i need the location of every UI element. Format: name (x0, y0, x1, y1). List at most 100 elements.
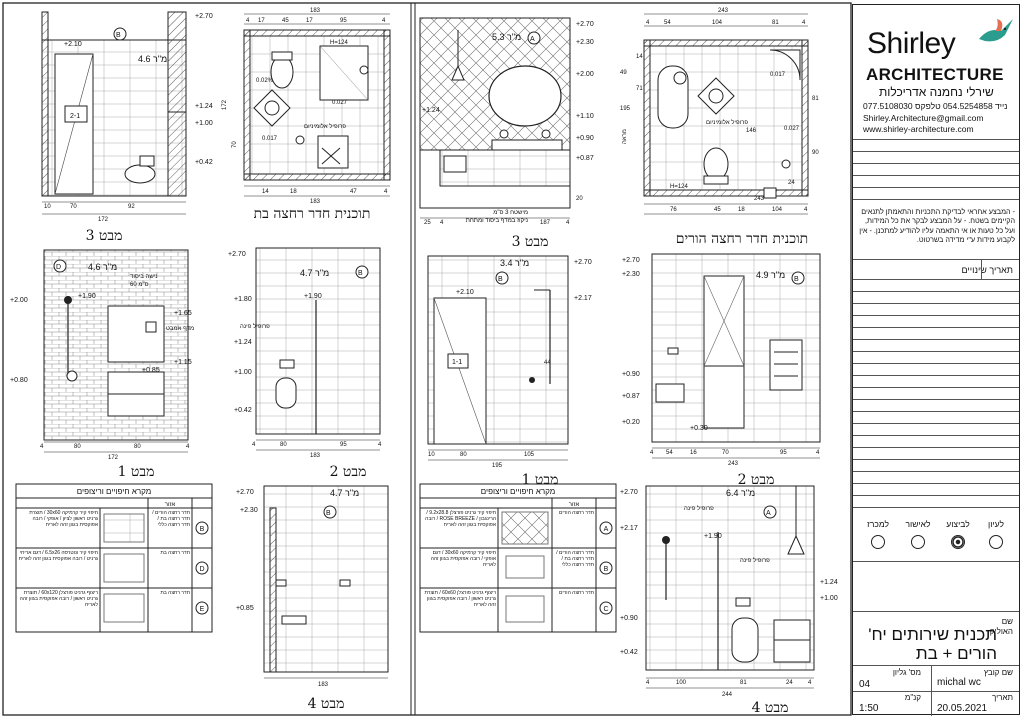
parent-3-lvl-5: +0.87 (576, 155, 594, 162)
parent-plan-dim-11: 4 (804, 207, 808, 213)
parent-plan-dim-5: 4 (802, 20, 806, 26)
bath-2-note-0: פרופיל פינה (240, 322, 270, 330)
bath-4-area: 4.7 מ"ר (330, 488, 359, 498)
parent-plan-dim-3: 104 (712, 20, 723, 26)
parent-2-area: 4.9 מ"ר (756, 270, 785, 280)
bath-1-dim-2: 80 (134, 444, 141, 450)
parent-1-lvl-2: +2.17 (574, 295, 592, 302)
bath-plan-dim-12: 172 (222, 99, 228, 110)
parent-3-dim-1: 4 (440, 220, 444, 226)
parent-plan-note-3: 146 (746, 128, 757, 134)
bath-plan-note-2: 0.027 (332, 100, 348, 106)
bath-plan-note-0: H=124 (330, 40, 349, 46)
parent-4-area: 6.4 מ"ר (726, 488, 755, 498)
legend-left-letter-2: E (200, 606, 205, 613)
view-parent-elev-3: A 5.3 מ"ר +2.70 +2.30 +2.00 +1.10 +0.90 … (419, 17, 594, 250)
bath-1-note-0: נישה ביסוד (130, 274, 158, 280)
parent-plan-note-4: פרופיל אלומיניום (706, 118, 748, 126)
legend-right: מקרא חיפויים וריצופים אזור A B C חדר רחצ… (419, 483, 617, 633)
bath-1-area: 4.6 מ"ר (88, 262, 117, 272)
bath-plan-dim-9: 18 (290, 189, 297, 195)
parent-2-dim-6: 243 (728, 461, 739, 467)
bath-2-lvl-5: +0.42 (234, 407, 252, 414)
parent-4-dim-3: 24 (786, 680, 793, 686)
parent-3-lvl-2: +2.00 (576, 71, 594, 78)
parent-4-note-0: פרופיל פינה (684, 504, 714, 512)
bath-1-dim-1: 80 (74, 444, 81, 450)
legend-right-spec-1: חיפוי קיר קרמיקה 30x60 / דגם אופקי / רוב… (430, 550, 496, 568)
parent-4-note-1: פרופיל פינה (740, 556, 770, 564)
legend-right-letter-2: C (603, 606, 608, 613)
contact-phones: נייד 054.5254858 טלפקס 077.5108030 (863, 101, 1008, 111)
parent-1-dim-2: 105 (524, 452, 535, 458)
bath-2-area: 4.7 מ"ר (300, 268, 329, 278)
bath-1-lvl-5: +0.80 (10, 377, 28, 384)
parent-3-dim-0: 25 (424, 220, 431, 226)
parent-plan-dim-10: 243 (754, 196, 765, 202)
bath-plan-label: תוכנית חדר רחצה בת (254, 206, 371, 222)
bath-2-lvl-3: +1.24 (234, 339, 252, 346)
logo-word-architecture: ARCHITECTURE (866, 65, 1004, 84)
parent-2-dim-3: 70 (722, 450, 729, 456)
parent-3-dim-2: 187 (540, 220, 551, 226)
parent-4-dim-2: 81 (740, 680, 747, 686)
bath-4-lvl-0: +2.70 (236, 489, 254, 496)
parent-4-dim-0: 4 (646, 680, 650, 686)
name-label: שם (1001, 617, 1013, 626)
parent-1-dim-0: 10 (428, 452, 435, 458)
bath-top-lvl-0: +2.70 (195, 13, 213, 20)
bath-plan-note-3: 0.017 (262, 136, 278, 142)
parent-4-lvl-5: +0.90 (620, 615, 638, 622)
bird-logo-icon (979, 19, 1013, 42)
bath-1-dim-0: 4 (40, 444, 44, 450)
bath-top-lvl-3: +1.00 (195, 120, 213, 127)
parent-plan-dim-15: 81 (812, 96, 819, 102)
legend-left-title: מקרא חיפויים וריצופים (77, 487, 152, 496)
bath-top-dim-1: 70 (70, 204, 77, 210)
parent-1-area: 3.4 מ"ר (500, 258, 529, 268)
parent-plan-dim-14: 14 (636, 54, 643, 60)
status-for-execution[interactable]: לביצוע (941, 519, 975, 549)
project-name: תכנית שירותים יח' הורים + בת (868, 625, 997, 663)
parent-3-dim-4: 20 (576, 196, 583, 202)
parent-3-letter: A (530, 36, 535, 43)
parent-plan-note-0: H=124 (670, 184, 689, 190)
bath-top-lvl-4: +0.42 (195, 159, 213, 166)
parent-2-dim-1: 54 (666, 450, 673, 456)
bath-top-label: מבט 3 (86, 228, 123, 244)
bath-4-lvl-2: +0.85 (236, 605, 254, 612)
status-for-approval[interactable]: לאישור (901, 519, 935, 549)
bath-plan-note-1: 0.02% (256, 78, 274, 84)
legend-left-area-0: חדר רחצה הורים / חדר רחצה בת / חדר רחצה … (152, 510, 190, 528)
parent-plan-note-2: 0.027 (784, 126, 800, 132)
status-for-tender[interactable]: למכרז (861, 519, 895, 549)
bath-plan-dim-4: 17 (306, 18, 313, 24)
file-name: michal wc (937, 677, 981, 688)
parent-plan-dim-12: 49 (620, 70, 627, 76)
legend-right-col-head: אזור (569, 502, 580, 508)
parent-plan-dim-1: 4 (646, 20, 650, 26)
parent-plan-dim-9: 104 (772, 207, 783, 213)
parent-4-dim-1: 100 (676, 680, 687, 686)
parent-plan-label: תוכנית חדר רחצה הורים (676, 231, 808, 247)
parent-1-note-0: 44 (544, 360, 551, 366)
bath-plan-dim-6: 4 (382, 18, 386, 24)
legend-left-letter-1: D (199, 566, 204, 573)
parent-plan-dim-0: 243 (718, 8, 729, 14)
logo-hebrew: שירלי נחמנה אדריכלות (879, 85, 994, 99)
bath-plan-note-4: פרופיל אלומיניום (304, 122, 346, 130)
parent-3-lvl-3: +1.10 (576, 113, 594, 120)
parent-3-note-1: ניקוז במדף ביסוד ומתחת (466, 218, 528, 224)
bath-top-letter: B (116, 32, 121, 39)
parent-2-label: מבט 2 (738, 472, 775, 488)
parent-plan-dim-18: 24 (788, 180, 795, 186)
date-value: 20.05.2021 (937, 703, 988, 714)
legend-right-spec-2: ריצוף גרניט פורצלן 60x60 / תוצרת גרניט ר… (424, 590, 496, 608)
bath-1-lvl-2: +1.65 (174, 310, 192, 317)
parent-plan-dim-4: 81 (772, 20, 779, 26)
bath-2-lvl-4: +1.00 (234, 369, 252, 376)
parent-3-lvl-1: +2.30 (576, 39, 594, 46)
status-for-review[interactable]: לעיון (979, 519, 1013, 549)
parent-plan-dim-7: 45 (714, 207, 721, 213)
sheet-number: 04 (859, 679, 871, 690)
